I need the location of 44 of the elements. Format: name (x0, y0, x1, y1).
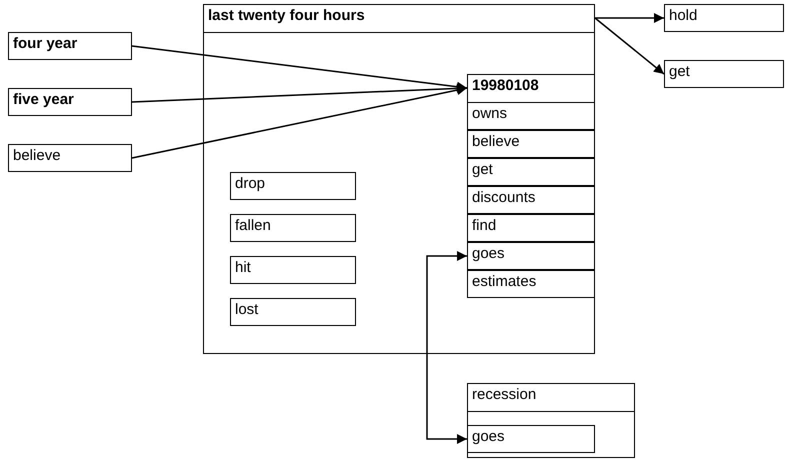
node-label: fallen (234, 216, 272, 236)
node-label: discounts (471, 188, 536, 208)
node-label: lost (234, 300, 260, 320)
entity-box (230, 172, 356, 200)
arrow (132, 45, 468, 92)
record-field (467, 214, 595, 242)
node-label: four year (12, 34, 78, 54)
node-label: five year (12, 90, 75, 110)
arrow (594, 17, 664, 75)
node-label: hit (234, 258, 252, 278)
entity-box (8, 88, 132, 116)
node-label: get (471, 160, 494, 180)
entity-box (664, 4, 784, 32)
node-label: estimates (471, 272, 538, 292)
heading-text: recession (471, 385, 538, 405)
entity-box (230, 298, 356, 326)
heading-text: 19980108 (471, 76, 540, 96)
record-field (467, 186, 595, 214)
arrow (426, 251, 467, 444)
entity-box (8, 32, 132, 60)
entity-box (230, 256, 356, 284)
arrow (132, 83, 468, 103)
node-label: owns (471, 104, 508, 124)
node-label: goes (471, 427, 506, 447)
record-field (467, 242, 595, 270)
node-label: find (471, 216, 498, 236)
node-label: believe (471, 132, 521, 152)
entity-box (467, 425, 595, 453)
heading-text: last twenty four hours (207, 6, 366, 26)
node-label: get (668, 62, 691, 82)
node-label: hold (668, 6, 698, 26)
record-field (467, 158, 595, 186)
node-label: believe (12, 146, 62, 166)
container-box (467, 383, 635, 458)
record-box (467, 74, 595, 298)
arrow (132, 85, 468, 159)
container-box (203, 4, 595, 354)
entity-box (230, 214, 356, 242)
entity-box (8, 144, 132, 172)
record-field (467, 130, 595, 158)
node-label: drop (234, 174, 266, 194)
node-label: goes (471, 244, 506, 264)
arrow (595, 13, 664, 23)
entity-box (664, 60, 784, 88)
